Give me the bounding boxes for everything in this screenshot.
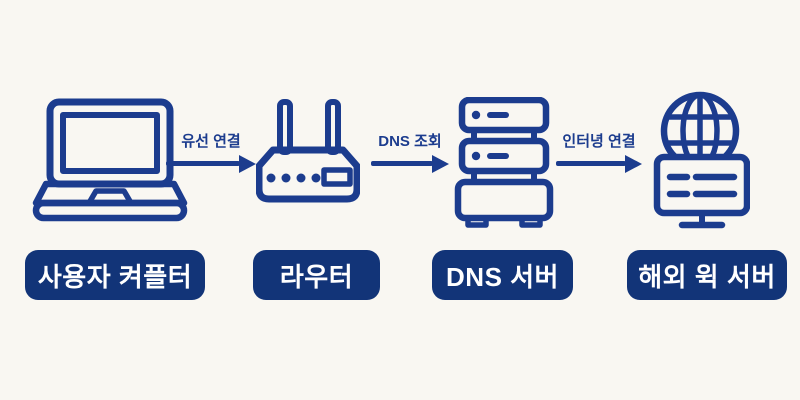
connection-router-to-dns: DNS 조회 bbox=[371, 130, 449, 174]
router-icon bbox=[256, 98, 360, 206]
server-stack-icon bbox=[452, 97, 556, 229]
connection-user-to-router: 유선 연결 bbox=[166, 130, 256, 174]
node-label-user-computer: 사용자 켜플터 bbox=[25, 250, 205, 300]
node-label-dns-server: DNS 서버 bbox=[432, 250, 573, 300]
node-label-overseas-web-server: 해외 윅 서버 bbox=[627, 250, 787, 300]
connection-label: 인터녕 연결 bbox=[562, 133, 636, 150]
arrow-right-icon bbox=[166, 161, 240, 166]
node-label-router: 라우터 bbox=[253, 250, 380, 300]
connection-dns-to-web: 인터녕 연결 bbox=[556, 130, 642, 174]
globe-server-icon bbox=[650, 91, 750, 231]
connection-label: DNS 조회 bbox=[378, 133, 442, 150]
laptop-icon bbox=[32, 98, 188, 226]
arrow-right-icon bbox=[556, 161, 626, 166]
connection-label: 유선 연결 bbox=[181, 133, 241, 150]
arrow-right-icon bbox=[371, 161, 433, 166]
